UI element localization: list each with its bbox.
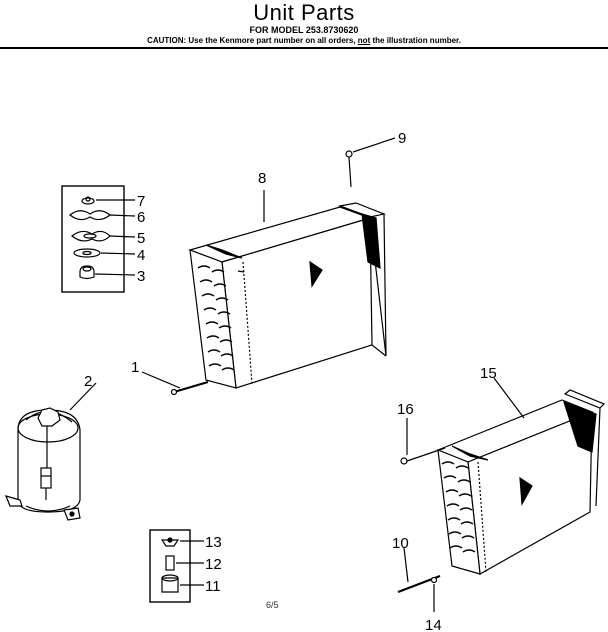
callout-9: 9 <box>398 130 406 147</box>
callout-14: 14 <box>425 617 442 632</box>
part-11-fitting-icon <box>161 574 179 593</box>
page-title: Unit Parts <box>253 0 355 25</box>
callout-13: 13 <box>205 534 222 551</box>
model-line: FOR MODEL 253.8730620 <box>249 25 359 35</box>
part-4-washer-icon <box>73 248 101 258</box>
callout-2: 2 <box>84 373 92 390</box>
compressor-icon <box>4 407 81 521</box>
callout-7: 7 <box>137 193 145 210</box>
callout-5: 5 <box>137 230 145 247</box>
callout-15: 15 <box>480 365 497 382</box>
caution-note: CAUTION: Use the Kenmore part number on … <box>0 36 608 45</box>
condenser-fins <box>441 461 476 553</box>
callout-12: 12 <box>205 556 222 573</box>
part-9-screw-icon <box>345 150 353 188</box>
header-rule <box>0 47 608 49</box>
part-12-valve-core-icon <box>165 555 175 571</box>
part-14-screw-icon <box>430 576 438 584</box>
caution-not: not <box>357 36 371 45</box>
part-1-screw-icon <box>170 381 209 396</box>
part-5-grommet-icon <box>71 230 111 242</box>
condenser-coil-icon <box>436 389 606 575</box>
part-13-valve-cap-icon <box>160 537 180 547</box>
small-parts-panel <box>61 185 125 293</box>
callout-4: 4 <box>137 247 145 264</box>
part-7-nut-icon <box>81 196 95 205</box>
callout-3: 3 <box>137 268 145 285</box>
callout-8: 8 <box>258 170 266 187</box>
callout-6: 6 <box>137 209 145 226</box>
part-6-clip-icon <box>69 210 111 221</box>
evaporator-coil-icon <box>188 202 387 389</box>
part-3-mount-icon <box>79 265 95 280</box>
small-parts-panel-2 <box>149 529 191 603</box>
evaporator-fins <box>197 265 235 371</box>
page-number: 6/5 <box>266 600 279 610</box>
callout-10: 10 <box>392 535 409 552</box>
caution-suffix: the illustration number. <box>372 36 461 45</box>
callout-16: 16 <box>397 401 414 418</box>
callout-11: 11 <box>205 578 221 595</box>
callout-1: 1 <box>131 359 139 376</box>
caution-prefix: CAUTION: Use the Kenmore part number on … <box>147 36 356 45</box>
part-16-screw-icon <box>400 447 446 465</box>
